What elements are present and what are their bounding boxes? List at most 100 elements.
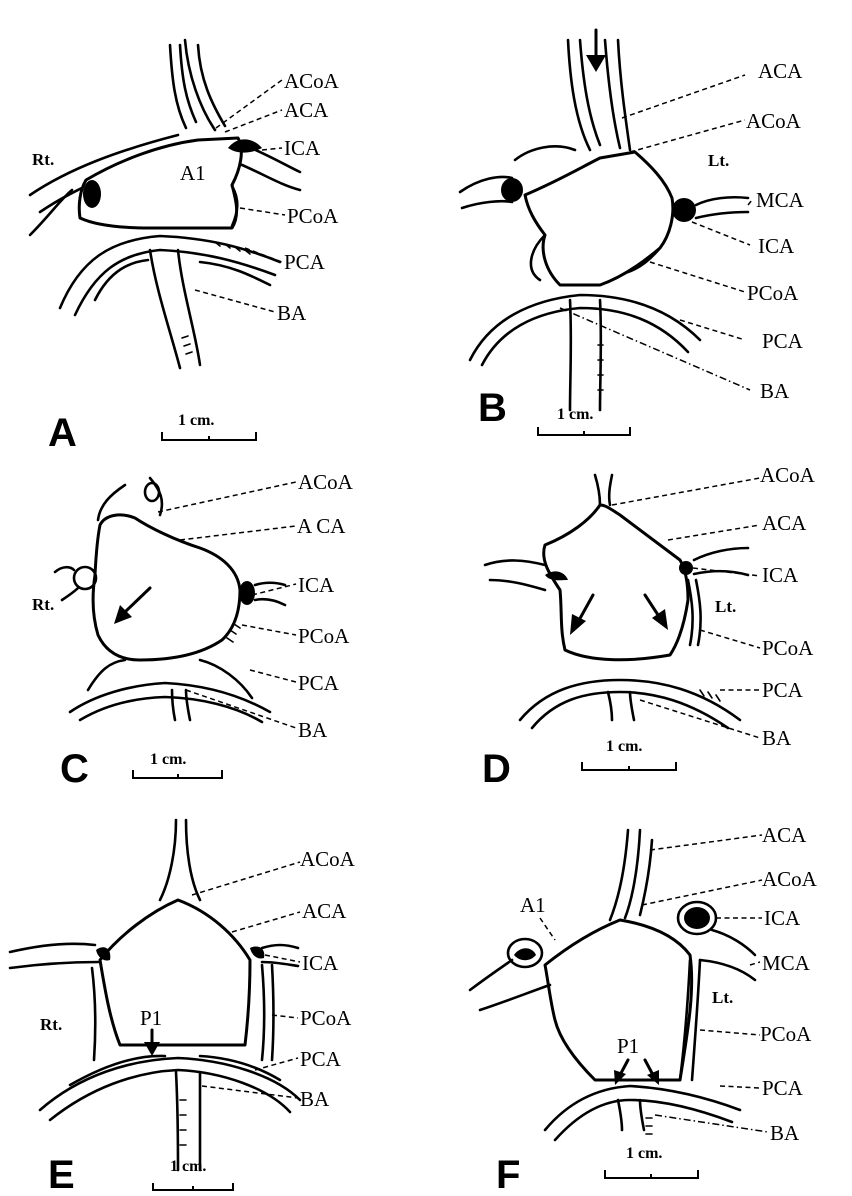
panel-e-pca [40,1058,300,1120]
panel-d-label-pcoa: PCoA [762,636,814,660]
panel-e-scale-label: 1 cm. [170,1158,206,1175]
panel-b-label-mca: MCA [756,188,805,212]
panel-a-scale-label: 1 cm. [178,412,214,429]
panel-a-aca-right [185,40,225,130]
panel-a-scale-bar [162,432,256,440]
panel-f-label-p1: P1 [617,1034,639,1058]
panel-f-label-a1: A1 [520,893,546,917]
panel-f-label-ba: BA [770,1121,800,1145]
panel-a-lead-acoa [216,80,282,128]
panel-a-lead-ica [262,148,282,150]
panel-e-p1-arrow-head [144,1042,160,1056]
panel-b-label-pcoa: PCoA [747,281,799,305]
panel-c-lead-pcoa [242,625,296,635]
panel-c-circle [93,515,240,660]
panel-e-aca [160,820,200,900]
panel-e-lead-acoa [192,862,300,895]
panel-f-lead-aca [650,835,762,850]
panel-b-label-ica: ICA [758,234,795,258]
panel-f-letter: F [496,1153,520,1196]
panel-f-ica-right [514,948,536,960]
panel-f-side: Lt. [712,988,733,1007]
panel-d-pca-hatch [700,690,720,701]
panel-d-scale-label: 1 cm. [606,738,642,755]
panel-c-pca [70,683,270,722]
panel-a-letter: A [48,411,77,455]
panel-e-pcoa-left [262,965,274,1060]
panel-f-label-pcoa: PCoA [760,1022,812,1046]
panel-e-circle [100,900,250,1045]
panel-b-lead-mca [748,200,752,205]
panel-f-mca-left [700,930,755,980]
panel-e-label-p1: P1 [140,1006,162,1030]
panel-d-lead-aca [668,525,760,540]
panel-b-scale-label: 1 cm. [557,406,593,423]
panel-e-label-acoa: ACoA [300,847,356,871]
panel-f-ba-hatch [646,1118,652,1134]
panel-f-mca-right [470,960,550,1010]
panel-f: ACA ACoA ICA MCA PCoA PCA BA A1 P1 Lt. F… [470,823,818,1196]
panel-d-aca [595,475,612,505]
panel-a-label-ba: BA [277,301,307,325]
panel-c-lead-ica [252,584,296,595]
panel-d-mca-right [485,560,545,590]
panel-a-label-acoa: ACoA [284,69,340,93]
panel-f-aca-left [610,830,640,920]
panel-c-label-acoa: ACoA [298,470,354,494]
panel-d-ba [608,692,634,720]
panel-c-side: Rt. [32,595,54,614]
panel-e-lead-ica [265,955,300,962]
panel-f-lead-pcoa [700,1030,760,1035]
panel-b-label-aca: ACA [758,59,803,83]
panel-b-letter: B [478,386,507,430]
panel-f-lead-ba [655,1115,768,1132]
panel-a-label-aca: ACA [284,98,329,122]
panel-b-label-pca: PCA [762,329,804,353]
panel-b-ica-right [501,178,523,202]
panel-f-label-mca: MCA [762,951,811,975]
panel-d-lead-pcoa [700,630,760,648]
panel-d-label-pca: PCA [762,678,804,702]
panel-f-lead-mca [750,962,760,965]
panel-b-arrow-head [586,55,606,72]
panel-f-ba [618,1100,644,1130]
panel-c-lead-ba [186,690,296,728]
panel-c-label-pcoa: PCoA [298,624,350,648]
panel-c: ACoA A CA ICA PCoA PCA BA Rt. C 1 cm. [32,470,354,791]
panel-e-label-ba: BA [300,1087,330,1111]
panel-c-label-aca: A CA [297,514,346,538]
panel-d-scale-bar [582,762,676,770]
panel-d-label-acoa: ACoA [760,463,816,487]
panel-d-label-ica: ICA [762,563,799,587]
panel-c-label-ica: ICA [298,573,335,597]
panel-f-ica-left [684,907,710,929]
panel-b-ica-left [672,198,696,222]
panel-c-mca-left [255,583,285,605]
panel-b-pca [470,295,700,365]
panel-c-label-ba: BA [298,718,328,742]
panel-e-lead-aca [232,912,300,932]
panel-e-side: Rt. [40,1015,62,1034]
panel-a-label-a1: A1 [180,161,206,185]
panel-e-label-pcoa: PCoA [300,1006,352,1030]
panel-d: ACoA ACA ICA PCoA PCA BA Lt. D 1 cm. [482,463,816,791]
panel-a: ACoA ACA ICA PCoA PCA BA A1 Rt. A 1 cm. [30,40,340,455]
panel-a-circle [79,138,241,228]
panel-a-lead-pcoa [240,208,285,215]
panel-a-lead-aca [225,110,282,132]
panel-f-label-aca: ACA [762,823,807,847]
panel-a-ba-hatch [182,336,192,354]
panel-d-label-ba: BA [762,726,792,750]
panel-d-pcoa-left [688,580,701,645]
panel-b-circle [525,152,673,285]
panel-d-side: Lt. [715,597,736,616]
panel-d-lead-acoa [612,478,760,505]
panel-e-lead-pcoa [272,1015,298,1018]
panel-f-scale-label: 1 cm. [626,1145,662,1162]
panel-b-lead-aca [622,75,745,118]
panel-a-mca-right-lower [30,190,72,235]
panel-c-lead-acoa [158,482,296,512]
panel-c-letter: C [60,747,89,791]
panel-f-label-pca: PCA [762,1076,804,1100]
